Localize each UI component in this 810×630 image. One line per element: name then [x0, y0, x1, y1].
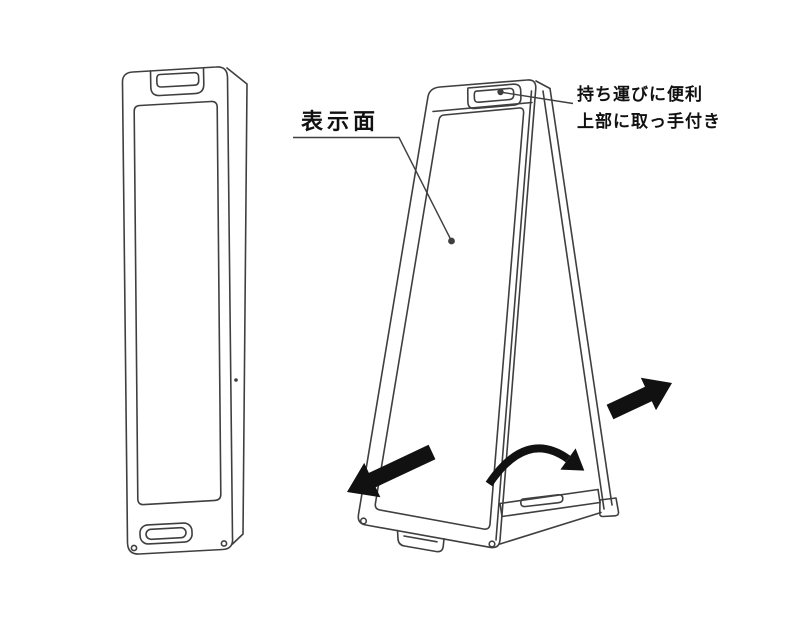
carry-handle-icon — [466, 83, 522, 110]
folded-screw-right — [220, 540, 228, 547]
rear-panel-bottom-edge — [499, 511, 602, 545]
bottom-crossbar — [499, 488, 601, 518]
folded-handle-icon — [149, 67, 205, 97]
handle-note-leader-dot — [497, 88, 504, 96]
open-sign-drawing — [357, 79, 620, 553]
display-surface-leader-dot — [448, 237, 455, 245]
crossbar-slot — [519, 493, 564, 508]
folded-display-area — [133, 100, 222, 506]
folded-foot-outer — [139, 522, 193, 545]
folded-panel-side-edge — [226, 67, 248, 545]
handle-note: 持ち運びに便利 上部に取っ手付き — [577, 82, 721, 136]
rear-leg-outer — [549, 87, 613, 506]
front-foot-tab-inner — [403, 535, 438, 543]
handle-note-leader-line — [502, 91, 574, 105]
handle-note-line2: 上部に取っ手付き — [577, 112, 721, 132]
fold-rotation-arrow — [485, 444, 585, 487]
front-screw-right — [488, 540, 496, 548]
front-screw-left — [359, 517, 368, 525]
display-surface-label: 表示面 — [301, 110, 380, 135]
folded-sign-drawing — [121, 66, 248, 555]
rear-ridge — [535, 80, 551, 90]
folded-panel-outline — [121, 66, 234, 555]
folded-side-pin — [234, 378, 238, 382]
folded-foot-inner — [145, 526, 187, 541]
rear-foot — [598, 497, 620, 518]
folded-handle-hole — [156, 71, 200, 88]
folded-screw-left — [130, 544, 138, 552]
display-surface-area — [374, 107, 525, 530]
front-foot-tab — [396, 529, 445, 553]
open-direction-arrow-left — [347, 444, 436, 498]
rear-leg-inner — [542, 90, 605, 510]
front-panel-outline — [357, 79, 537, 549]
open-direction-arrow-right — [606, 377, 672, 420]
display-surface-leader-line — [293, 136, 452, 241]
handle-note-line1: 持ち運びに便利 — [577, 85, 703, 105]
